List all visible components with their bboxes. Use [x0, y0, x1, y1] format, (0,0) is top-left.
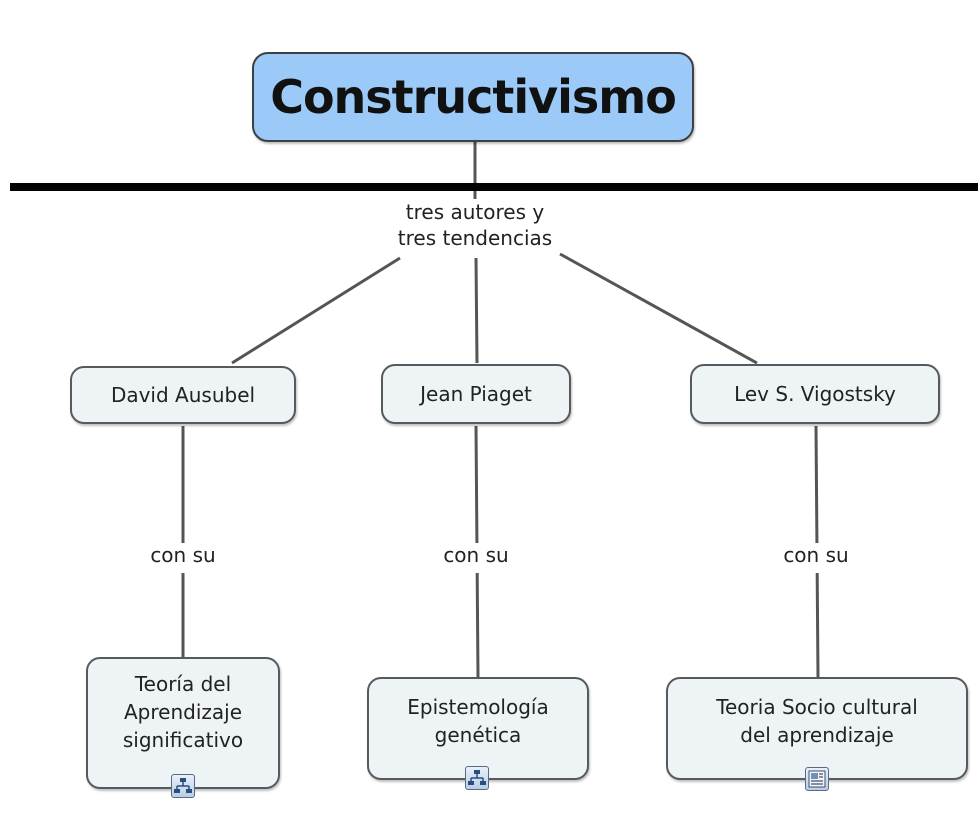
- connector-piaget: [474, 257, 479, 364]
- linking-phrase-vigotsky: con su: [756, 543, 876, 573]
- authors-linking-phrase: tres autores y tres tendencias: [355, 199, 595, 251]
- work-line: significativo: [122, 728, 244, 752]
- author-node-vigotsky[interactable]: Lev S. Vigostsky: [690, 364, 940, 424]
- connector-vigotsky: [559, 252, 758, 365]
- work-line: Teoría del: [134, 672, 232, 696]
- author-label: Lev S. Vigostsky: [734, 382, 896, 406]
- work-line: Epistemología: [407, 694, 549, 719]
- connector-ausubel: [231, 256, 401, 365]
- author-label: Jean Piaget: [420, 382, 532, 406]
- work-node-vigotsky[interactable]: Teoria Socio cultural del aprendizaje: [666, 677, 968, 780]
- root-concept[interactable]: Constructivismo: [252, 52, 694, 142]
- linking-phrase-line-2: tres tendencias: [397, 226, 553, 250]
- author-node-piaget[interactable]: Jean Piaget: [381, 364, 571, 424]
- work-line: genética: [434, 722, 522, 747]
- work-line: Teoria Socio cultural: [716, 694, 918, 719]
- root-concept-label: Constructivismo: [270, 70, 677, 124]
- work-line: del aprendizaje: [740, 722, 894, 747]
- concept-map-icon[interactable]: [171, 774, 195, 798]
- work-node-ausubel[interactable]: Teoría del Aprendizaje significativo: [86, 657, 280, 789]
- work-node-piaget[interactable]: Epistemología genética: [367, 677, 589, 780]
- concept-map-icon[interactable]: [465, 766, 489, 790]
- author-label: David Ausubel: [110, 383, 256, 407]
- work-line: Aprendizaje: [123, 700, 242, 724]
- author-node-ausubel[interactable]: David Ausubel: [70, 366, 296, 424]
- linking-phrase-ausubel: con su: [123, 543, 243, 573]
- document-image-icon[interactable]: [805, 767, 829, 791]
- linking-phrase-line-1: tres autores y: [405, 200, 545, 224]
- linking-phrase-piaget: con su: [416, 543, 536, 573]
